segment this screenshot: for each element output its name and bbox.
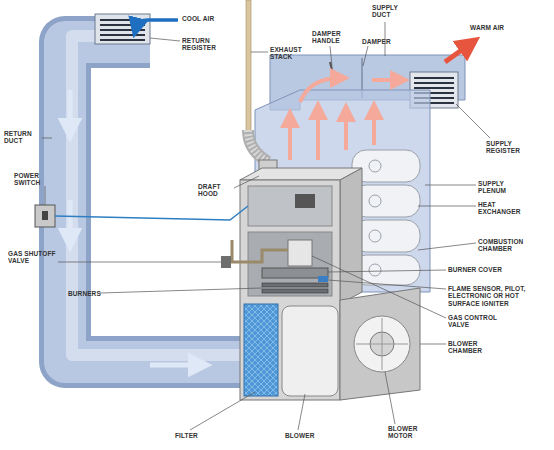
control-panel [248, 186, 332, 226]
part-label: SUPPLY PLENUM [478, 180, 528, 195]
warm-air-flow [290, 78, 400, 160]
part-label: SUPPLY DUCT [372, 4, 412, 19]
burners [262, 283, 328, 293]
cabinet-front [240, 180, 340, 400]
gas-control-valve [288, 240, 312, 266]
cabinet-side [340, 168, 362, 304]
part-label: COOL AIR [182, 15, 242, 22]
flow-arrow [68, 200, 73, 240]
blower-chamber [340, 288, 420, 400]
part-label: HEAT EXCHANGER [478, 201, 528, 216]
exhaust-stack [246, 0, 251, 132]
part-label: DRAFT HOOD [198, 183, 234, 198]
flow-arrow [150, 363, 200, 368]
part-label: BURNER COVER [448, 266, 538, 273]
duct-highlight [72, 36, 245, 355]
part-label: DAMPER HANDLE [312, 30, 352, 45]
burner-compartment [248, 232, 332, 296]
return-register [95, 14, 150, 44]
part-label: GAS SHUTOFF VALVE [8, 250, 58, 265]
motor-spokes [356, 318, 408, 370]
gas-shutoff-valve [221, 256, 231, 268]
part-label: BURNERS [68, 290, 108, 297]
part-label: DAMPER [362, 38, 402, 45]
part-label: COMBUSTION CHAMBER [478, 238, 538, 253]
part-label: FILTER [175, 432, 215, 439]
flow-arrow [68, 90, 73, 130]
part-label: EXHAUST STACK [270, 46, 310, 61]
cool-air-arrow [136, 20, 178, 28]
gas-pipe [232, 240, 288, 262]
part-label: WARM AIR [470, 24, 520, 31]
filter [244, 304, 278, 396]
part-label: BLOWER CHAMBER [448, 340, 508, 355]
flue-pipe-ribs [248, 130, 268, 162]
power-switch [35, 205, 55, 227]
part-label: GAS CONTROL VALVE [448, 314, 508, 329]
part-label: RETURN DUCT [4, 130, 42, 145]
part-label: RETURN REGISTER [182, 37, 224, 52]
part-label: SUPPLY REGISTER [486, 140, 531, 155]
part-label: FLAME SENSOR, PILOT, ELECTRONIC OR HOT S… [448, 285, 548, 307]
return-duct [65, 42, 245, 362]
part-label: BLOWER [285, 432, 325, 439]
leader-lines [42, 22, 490, 430]
part-label: POWER SWITCH [14, 172, 54, 187]
igniter [318, 276, 328, 282]
part-label: BLOWER MOTOR [388, 425, 428, 440]
return-duct-face [65, 42, 245, 362]
flue-pipe [248, 130, 268, 162]
switch-toggle [42, 211, 48, 220]
power-wire [55, 206, 248, 220]
blower-motor [354, 316, 410, 372]
warm-air-arrow [445, 44, 470, 62]
blower [282, 306, 338, 396]
control-board [295, 194, 315, 208]
